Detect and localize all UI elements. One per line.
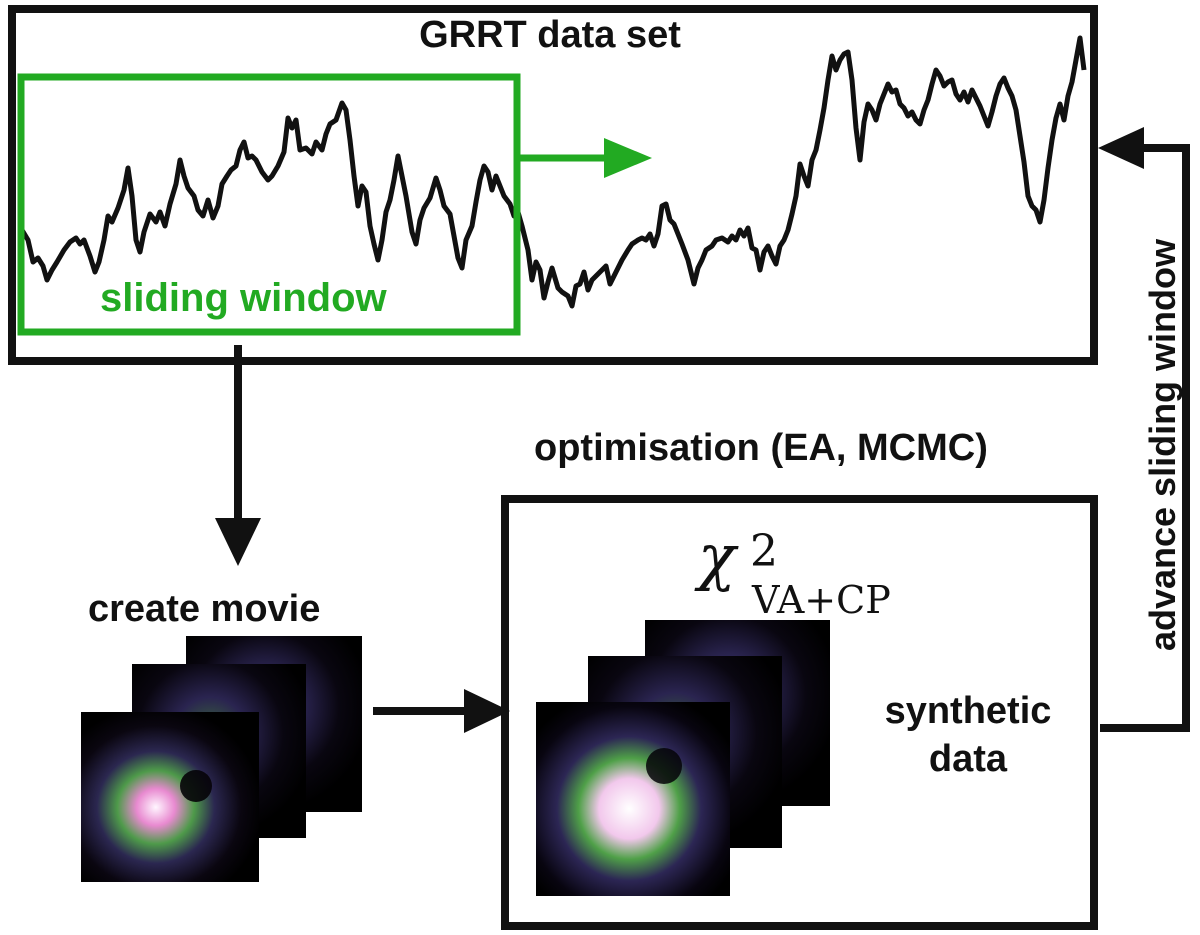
advance-sliding-window-label: advance sliding window: [1142, 238, 1183, 652]
sliding-window-box: [17, 73, 521, 336]
arrow-right-head: [464, 689, 510, 733]
window-advance-arrow-head: [604, 138, 652, 178]
optimisation-label: optimisation (EA, MCMC): [534, 427, 988, 469]
synthetic-frames: [536, 620, 830, 896]
feedback-loop-line: [1100, 144, 1190, 732]
synthetic-data-label: synthetic data: [884, 690, 1052, 780]
dataset-panel: [8, 5, 1098, 365]
arrow-down-head: [215, 518, 261, 566]
movie-frame-front-shadow: [180, 770, 212, 802]
chi-subscript: VA+CP: [752, 578, 891, 622]
dataset-title: GRRT data set: [419, 14, 681, 56]
synthetic-frame-front: [536, 702, 730, 896]
movie-frame-front: [81, 712, 259, 882]
chi-symbol: χ: [698, 520, 736, 593]
optimisation-box: [501, 495, 1098, 930]
light-curve: [19, 35, 1087, 309]
sliding-window-label: sliding window: [100, 276, 387, 320]
chi-superscript: 2: [750, 526, 778, 577]
chi-squared-label: χ 2 VA+CP: [698, 520, 891, 622]
synthetic-frame-front-shadow: [646, 748, 682, 784]
feedback-loop-arrow-head: [1098, 127, 1144, 169]
create-movie-label: create movie: [88, 588, 321, 630]
movie-frames: [81, 636, 362, 882]
